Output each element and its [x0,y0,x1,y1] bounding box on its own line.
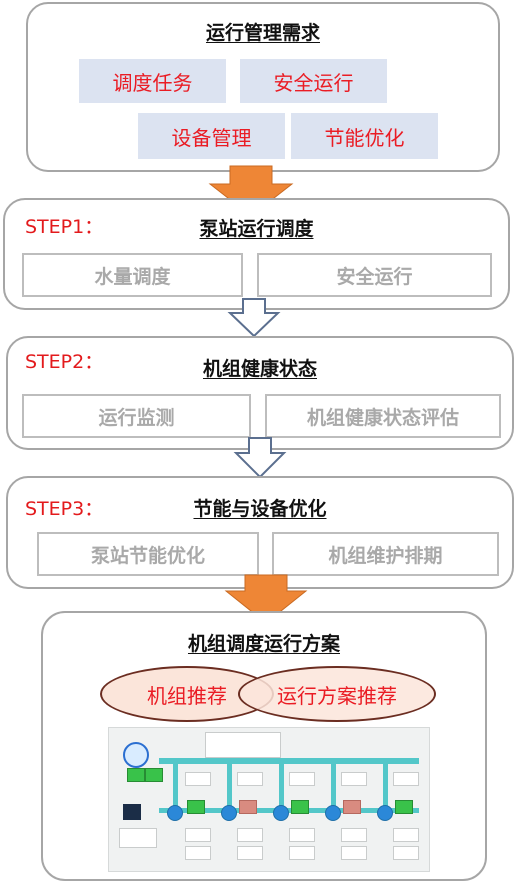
vertical-pipe-3 [279,758,284,818]
unit-running-indicator [291,800,309,814]
reservoir-icon [123,742,149,768]
pump-icon [377,805,393,821]
step3-label: STEP3： [25,498,104,520]
vertical-pipe-1 [173,758,178,818]
tag-dispatch-task: 调度任务 [79,59,226,103]
step1-title: 泵站运行调度 [199,218,314,240]
flow-arrow-3 [233,437,287,479]
readout-box [341,846,367,860]
step1-item-water-dispatch: 水量调度 [22,253,243,297]
readout-box [237,846,263,860]
unit-stopped-indicator [239,800,257,814]
step2-title: 机组健康状态 [202,358,317,380]
readout-box [185,828,211,842]
vertical-pipe-4 [331,758,336,818]
step1-item-safe-operation: 安全运行 [257,253,492,297]
flow-arrow-4 [224,574,308,624]
unit-running-indicator [145,768,163,782]
pump-icon [167,805,183,821]
step2-item-health-assessment: 机组健康状态评估 [265,394,501,438]
tag-energy-optimization: 节能优化 [291,113,438,159]
vertical-pipe-2 [227,758,232,818]
info-panel [205,732,281,758]
flow-arrow-2 [227,298,281,338]
vertical-pipe-5 [383,758,388,818]
readout-box [341,828,367,842]
readout-box [289,772,315,786]
readout-box [237,772,263,786]
step3-item-maintenance-schedule: 机组维护排期 [272,532,499,576]
unit-running-indicator [187,800,205,814]
main-pipe [159,758,419,764]
readout-box [185,772,211,786]
readout-box [289,846,315,860]
readout-box [393,846,419,860]
readout-box [185,846,211,860]
unit-running-indicator [395,800,413,814]
tag-safe-operation: 安全运行 [240,59,387,103]
pump-icon [325,805,341,821]
step3-title: 节能与设备优化 [193,498,327,520]
pump-station-screenshot [108,727,430,872]
scheme-title: 机组调度运行方案 [187,633,340,655]
readout-box [119,828,157,848]
valve-icon [123,804,141,820]
pump-icon [273,805,289,821]
readout-box [341,772,367,786]
step2-label: STEP2： [25,351,104,373]
scheme-recommendation-ellipse: 运行方案推荐 [238,666,436,722]
step1-label: STEP1： [25,216,104,238]
lower-pipe [159,808,419,813]
pump-icon [221,805,237,821]
readout-box [237,828,263,842]
requirements-title: 运行管理需求 [205,22,320,44]
tag-equipment-management: 设备管理 [138,113,285,159]
step2-item-monitoring: 运行监测 [22,394,251,438]
readout-box [393,828,419,842]
unit-running-indicator [127,768,145,782]
step3-item-energy-saving: 泵站节能优化 [37,532,259,576]
unit-stopped-indicator [343,800,361,814]
readout-box [393,772,419,786]
readout-box [289,828,315,842]
